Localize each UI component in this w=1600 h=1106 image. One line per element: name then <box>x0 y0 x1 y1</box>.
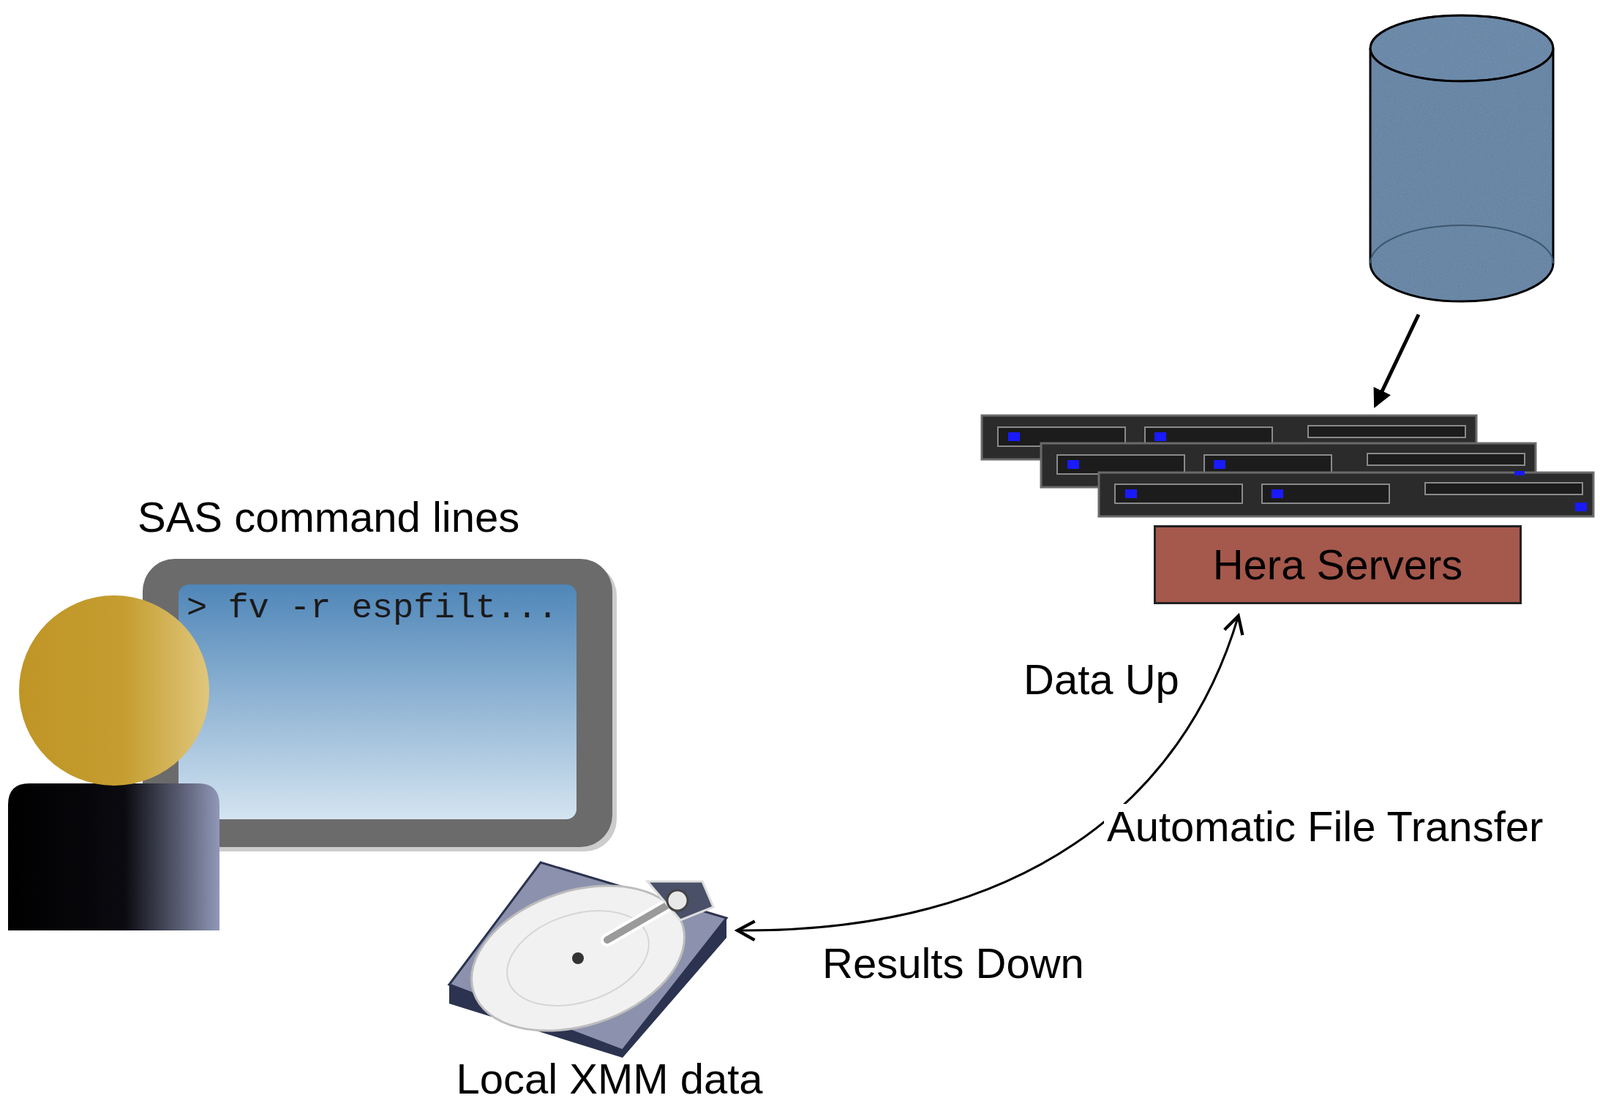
server-stack <box>981 415 1594 517</box>
direction-label: Results Down <box>819 940 1088 987</box>
command-line: > fv -r espfilt... <box>186 588 559 629</box>
disk-label: Local XMM data <box>455 1056 763 1102</box>
storage-node: Local XMM data <box>449 857 732 1051</box>
terminal-node: SAS command lines > fv -r espfilt... <box>137 494 614 848</box>
transfer-arrow <box>737 616 1239 931</box>
database-cylinder <box>1370 15 1554 302</box>
hard-disk <box>449 860 727 1058</box>
screen-heading: SAS command lines <box>137 494 520 540</box>
edge-label: Automatic File Transfer <box>1103 804 1546 850</box>
person <box>8 595 220 931</box>
direction-label: Data Up <box>1020 656 1183 703</box>
feed-arrow <box>1375 314 1419 406</box>
process-box: Hera Servers <box>1153 525 1522 605</box>
server-label: Hera Servers <box>1212 542 1464 588</box>
